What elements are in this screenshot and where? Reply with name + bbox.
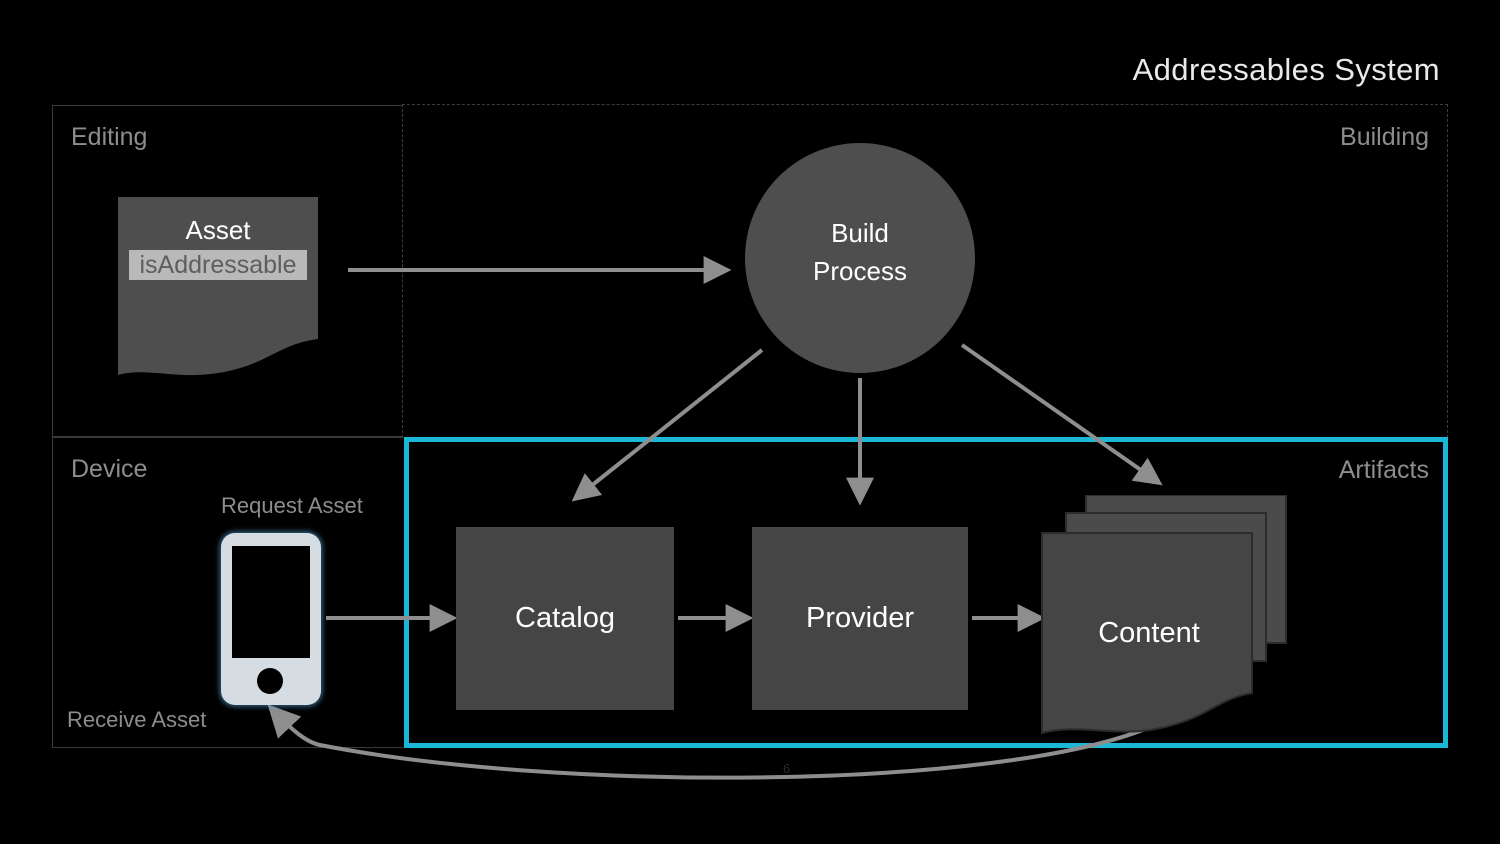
node-provider: Provider bbox=[752, 527, 968, 710]
phone-home-button-icon bbox=[257, 668, 283, 694]
node-device-phone bbox=[221, 533, 321, 705]
asset-property-highlight: isAddressable bbox=[129, 250, 307, 280]
asset-title: Asset bbox=[185, 215, 251, 245]
phone-screen bbox=[232, 546, 310, 658]
asset-document-shape bbox=[118, 197, 318, 376]
catalog-label: Catalog bbox=[515, 602, 615, 634]
panel-device-label: Device bbox=[71, 455, 148, 483]
page-number: 6 bbox=[783, 761, 791, 776]
phone-body bbox=[221, 533, 321, 705]
receive-asset-label: Receive Asset bbox=[67, 707, 207, 732]
page-title: Addressables System bbox=[1132, 52, 1440, 87]
panel-editing: Editing bbox=[52, 105, 403, 437]
request-asset-label: Request Asset bbox=[221, 493, 363, 518]
panel-building-label: Building bbox=[1340, 123, 1429, 151]
node-catalog: Catalog bbox=[456, 527, 674, 710]
node-content: Content bbox=[1040, 495, 1290, 745]
panel-editing-label: Editing bbox=[71, 123, 148, 151]
content-document-stack-shape bbox=[1041, 495, 1287, 735]
provider-label: Provider bbox=[806, 602, 914, 634]
node-asset: Asset isAddressable bbox=[118, 197, 318, 377]
panel-artifacts-label: Artifacts bbox=[1338, 456, 1429, 484]
build-process-line1: Build bbox=[831, 218, 889, 248]
build-process-line2: Process bbox=[813, 256, 907, 286]
panel-device: Device bbox=[52, 437, 403, 748]
content-label: Content bbox=[1098, 617, 1200, 649]
